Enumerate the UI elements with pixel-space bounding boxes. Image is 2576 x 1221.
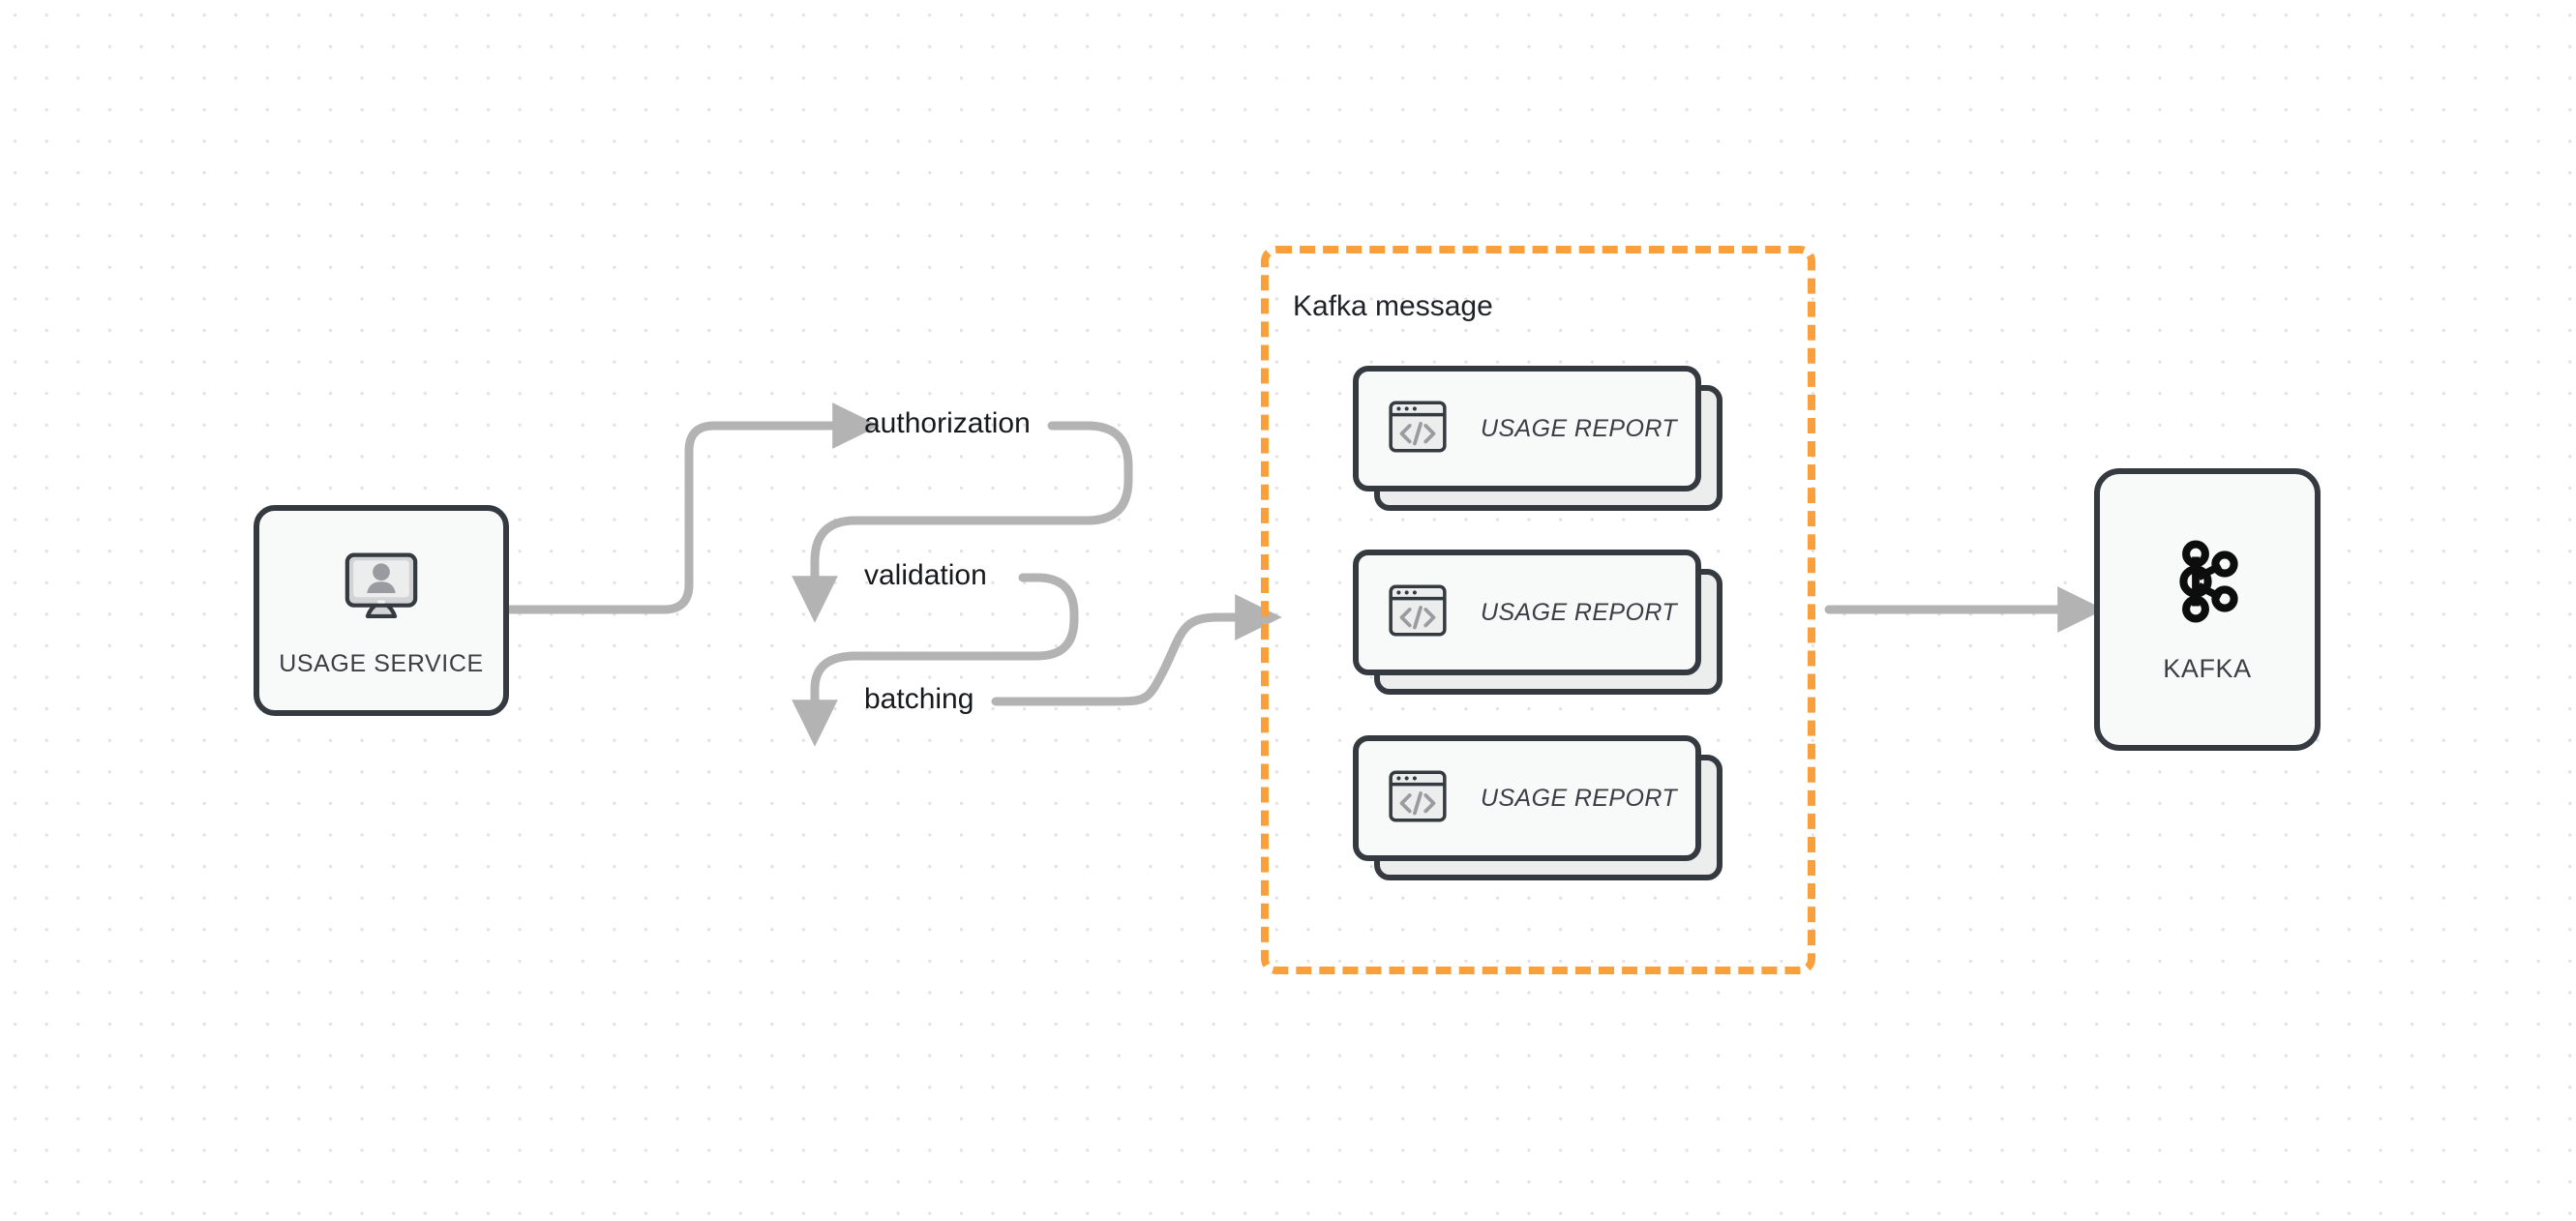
monitor-user-icon [338,543,425,635]
group-kafka-message-title: Kafka message [1293,290,1493,322]
kafka-logo-icon [2161,535,2254,633]
node-usage-service-label: USAGE SERVICE [279,650,484,677]
usage-report-card[interactable]: USAGE REPORT [1353,550,1722,695]
step-label-validation[interactable]: validation [864,559,987,591]
node-kafka-label: KAFKA [2163,654,2252,683]
node-kafka[interactable]: KAFKA [2094,468,2321,751]
card-front[interactable]: USAGE REPORT [1353,550,1701,675]
edge-usage-service-to-authorization [504,402,880,614]
card-front[interactable]: USAGE REPORT [1353,366,1701,491]
edge-authorization-to-validation [792,421,1133,623]
step-label-authorization[interactable]: authorization [864,407,1031,439]
group-kafka-message[interactable] [1261,246,1815,974]
usage-report-card[interactable]: USAGE REPORT [1353,366,1722,511]
usage-report-card-label: USAGE REPORT [1481,414,1677,442]
code-window-icon [1386,579,1450,647]
edge-batching-to-kafka-message [991,594,1282,706]
step-label-batching[interactable]: batching [864,683,974,715]
card-front[interactable]: USAGE REPORT [1353,735,1701,861]
code-window-icon [1386,395,1450,463]
usage-report-card-label: USAGE REPORT [1481,784,1677,812]
usage-report-card-label: USAGE REPORT [1481,598,1677,626]
node-usage-service[interactable]: USAGE SERVICE [254,505,509,716]
code-window-icon [1386,764,1450,833]
usage-report-card[interactable]: USAGE REPORT [1353,735,1722,880]
